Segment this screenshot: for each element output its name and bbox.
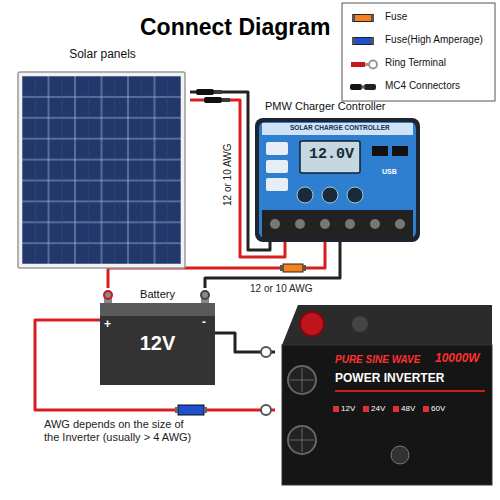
ring-terminal [261, 347, 271, 415]
legend-text: MC4 Connectors [385, 80, 460, 92]
legend-box [342, 3, 495, 101]
inverter-drawing [282, 305, 492, 485]
solar-panel-drawing [18, 72, 185, 268]
solar-panel: Solar panels [15, 45, 190, 272]
node-text: POWER INVERTER [335, 372, 444, 386]
legend-icon [349, 79, 379, 95]
wire-gauge-label: 12 or 10 AWG [248, 283, 314, 295]
legend-text: Fuse [385, 11, 407, 23]
node-text: 12V [140, 332, 176, 355]
legend-text: Ring Terminal [385, 57, 446, 69]
node-heading: PURE SINE WAVE [335, 354, 420, 366]
terminal-sign: + [104, 318, 111, 332]
terminal-sign: - [202, 316, 206, 330]
node-heading: Battery [140, 288, 175, 301]
power-inverter: PURE SINE WAVE POWER INVERTER 10000W 12V 24V… [275, 300, 495, 490]
battery-drawing [100, 291, 215, 385]
ring-eye [369, 61, 377, 69]
diagram-title: Connect Diagram [140, 14, 330, 40]
charge-controller: PMW Charger ControllerSOLAR CHARGE CONTR… [255, 100, 420, 242]
wire-gauge-label: 12 or 10 AWG [222, 142, 234, 208]
fuse-symbol [280, 264, 306, 272]
wire-gauge-label: AWG depends on the size of the Inverter … [42, 418, 196, 443]
mc4-connector [196, 89, 230, 103]
legend-swatch [352, 14, 374, 22]
node-text: USB [382, 168, 397, 176]
battery: Battery 12V [100, 288, 215, 385]
high-amperage-fuse [175, 405, 207, 415]
node-heading: PMW Charger Controller [265, 100, 385, 113]
wire [205, 242, 340, 288]
node-text: 12V [341, 404, 355, 413]
node-text: SOLAR CHARGE CONTROLLER [290, 124, 390, 131]
mc4-male [350, 84, 362, 90]
node-text: 24V [371, 404, 385, 413]
mc4-joint [361, 86, 365, 89]
node-text: 48V [401, 404, 415, 413]
mc4-female [364, 84, 376, 90]
legend-text: Fuse(High Amperage) [385, 34, 483, 46]
node-heading: Solar panels [69, 48, 136, 62]
node-text: 10000W [435, 352, 480, 366]
charge-controller-drawing [255, 118, 420, 242]
node-text: 60V [431, 404, 445, 413]
node-text: 12.0V [309, 146, 354, 163]
legend-swatch [352, 37, 374, 45]
ring-sleeve [351, 62, 365, 67]
legend-icon [349, 56, 379, 72]
